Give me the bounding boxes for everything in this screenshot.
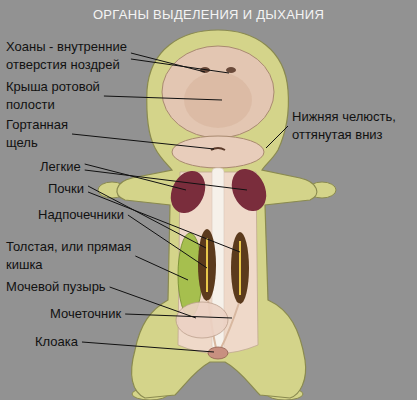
part-label: Гортанная щель	[6, 116, 91, 152]
leader-line	[85, 170, 247, 190]
leader-line	[110, 287, 196, 318]
part-label: Крыша ротовой полости	[6, 78, 111, 114]
leader-line	[85, 164, 186, 190]
leader-line	[131, 59, 229, 73]
part-label: Мочевой пузырь	[6, 278, 106, 296]
part-label: Хоаны - внутренние отверстия ноздрей	[6, 38, 146, 74]
diagram-title: ОРГАНЫ ВЫДЕЛЕНИЯ И ДЫХАНИЯ	[0, 6, 417, 24]
part-label: Нижняя челюсть, оттянутая вниз	[292, 108, 412, 144]
part-label: Легкие	[40, 158, 81, 176]
leader-line	[125, 314, 232, 318]
leader-line	[72, 134, 214, 149]
leader-line	[135, 256, 188, 280]
leader-line	[104, 96, 222, 100]
leader-line	[82, 342, 214, 352]
leader-line	[266, 126, 288, 148]
part-label: Почки	[48, 180, 84, 198]
part-label: Мочеточник	[50, 305, 121, 323]
part-label: Толстая, или прямая кишка	[6, 238, 146, 274]
leader-line	[128, 215, 207, 268]
leader-line	[131, 53, 205, 72]
part-label: Клоака	[35, 333, 78, 351]
part-label: Надпочечники	[38, 206, 124, 224]
